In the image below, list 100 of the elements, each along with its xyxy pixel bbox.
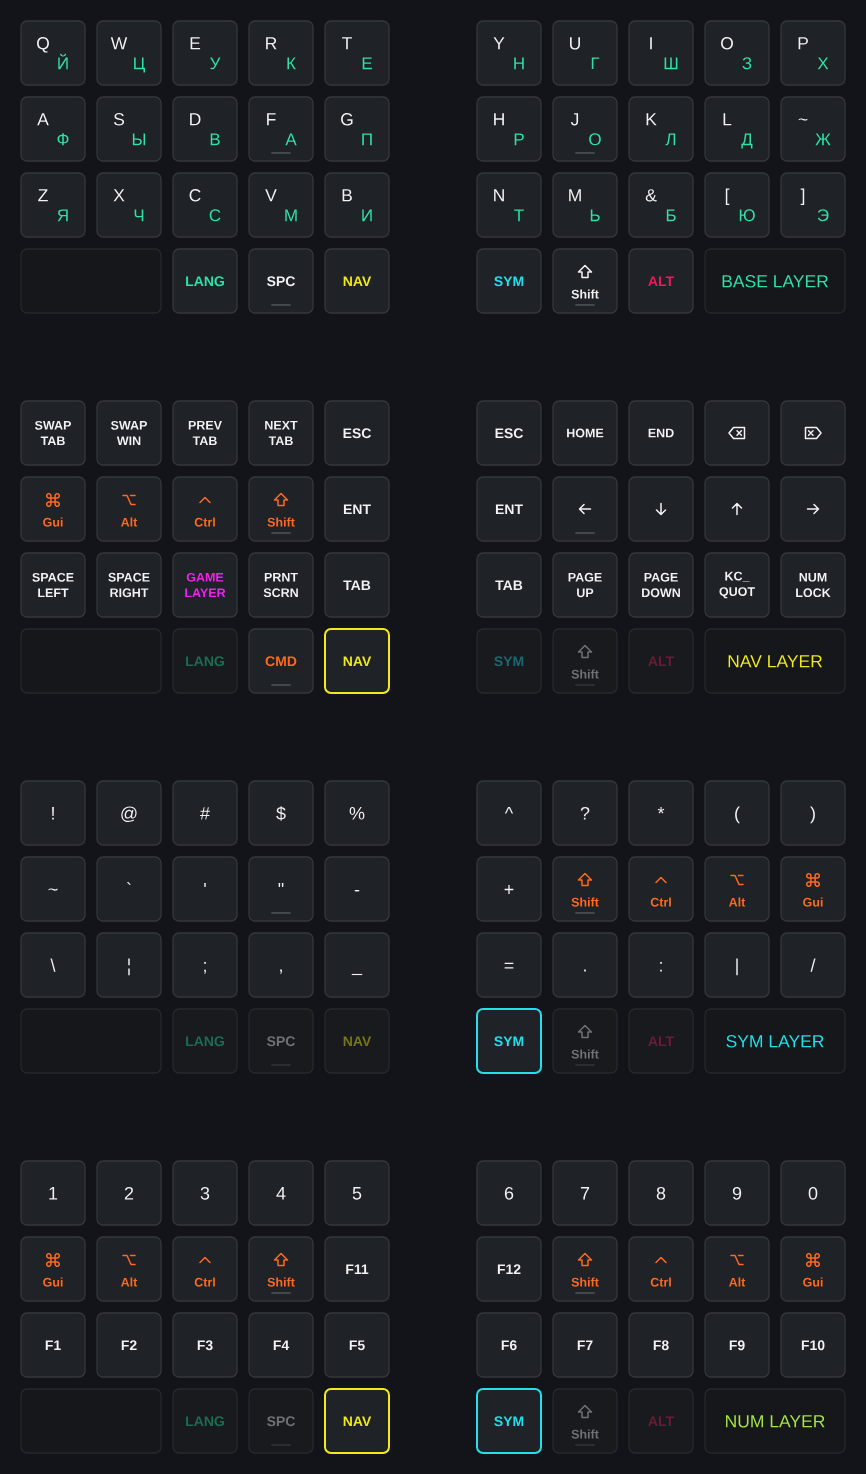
wide-key: NUM LAYER	[704, 1388, 846, 1454]
key: F7	[552, 1312, 618, 1378]
key: Gui	[20, 476, 86, 542]
key: D В	[172, 96, 238, 162]
key: 9	[704, 1160, 770, 1226]
key: *	[628, 780, 694, 846]
key: Ctrl	[172, 1236, 238, 1302]
key: SWAP WIN	[96, 400, 162, 466]
key: ALT	[628, 628, 694, 694]
key: F10	[780, 1312, 846, 1378]
key: O З	[704, 20, 770, 86]
key: ESC	[324, 400, 390, 466]
key: Shift	[552, 248, 618, 314]
key: Gui	[20, 1236, 86, 1302]
key: 0	[780, 1160, 846, 1226]
key	[704, 476, 770, 542]
key: T Е	[324, 20, 390, 86]
key: 5	[324, 1160, 390, 1226]
key: NAV	[324, 1008, 390, 1074]
key: L Д	[704, 96, 770, 162]
key: K Л	[628, 96, 694, 162]
key	[780, 400, 846, 466]
key: 7	[552, 1160, 618, 1226]
key: '	[172, 856, 238, 922]
key: Alt	[96, 1236, 162, 1302]
key: ^	[476, 780, 542, 846]
key: & Б	[628, 172, 694, 238]
key: !	[20, 780, 86, 846]
key: NEXT TAB	[248, 400, 314, 466]
wide-key: BASE LAYER	[704, 248, 846, 314]
key: $	[248, 780, 314, 846]
key: Ctrl	[628, 1236, 694, 1302]
key: U Г	[552, 20, 618, 86]
key	[780, 476, 846, 542]
key: ESC	[476, 400, 542, 466]
key: SYM	[476, 1008, 542, 1074]
key: Q Й	[20, 20, 86, 86]
key: PAGE UP	[552, 552, 618, 618]
key: SPACE RIGHT	[96, 552, 162, 618]
key: Shift	[248, 476, 314, 542]
key: F9	[704, 1312, 770, 1378]
key: SYM	[476, 628, 542, 694]
key: =	[476, 932, 542, 998]
key: ENT	[476, 476, 542, 542]
key: TAB	[476, 552, 542, 618]
key: C С	[172, 172, 238, 238]
key: #	[172, 780, 238, 846]
key: @	[96, 780, 162, 846]
key: Shift	[552, 1236, 618, 1302]
key: [ Ю	[704, 172, 770, 238]
key: F11	[324, 1236, 390, 1302]
key: PAGE DOWN	[628, 552, 694, 618]
key: F А	[248, 96, 314, 162]
key: ~ Ж	[780, 96, 846, 162]
key: Shift	[552, 628, 618, 694]
key: I Ш	[628, 20, 694, 86]
key: ¦	[96, 932, 162, 998]
key: \	[20, 932, 86, 998]
key: ] Э	[780, 172, 846, 238]
key: LANG	[172, 1388, 238, 1454]
key: F8	[628, 1312, 694, 1378]
key: CMD	[248, 628, 314, 694]
key: H Р	[476, 96, 542, 162]
key: HOME	[552, 400, 618, 466]
key: Gui	[780, 856, 846, 922]
key: |	[704, 932, 770, 998]
key: LANG	[172, 248, 238, 314]
key: SYM	[476, 248, 542, 314]
key: 2	[96, 1160, 162, 1226]
key: Z Я	[20, 172, 86, 238]
key: ALT	[628, 1388, 694, 1454]
key: ?	[552, 780, 618, 846]
key: SYM	[476, 1388, 542, 1454]
key: Shift	[552, 856, 618, 922]
key: ;	[172, 932, 238, 998]
key: V М	[248, 172, 314, 238]
key: F4	[248, 1312, 314, 1378]
key: Alt	[704, 856, 770, 922]
key: 1	[20, 1160, 86, 1226]
key: 4	[248, 1160, 314, 1226]
key: LANG	[172, 628, 238, 694]
key: END	[628, 400, 694, 466]
key	[704, 400, 770, 466]
key: 6	[476, 1160, 542, 1226]
key: F6	[476, 1312, 542, 1378]
key: E У	[172, 20, 238, 86]
key: TAB	[324, 552, 390, 618]
key: ,	[248, 932, 314, 998]
key: J О	[552, 96, 618, 162]
key: _	[324, 932, 390, 998]
key: `	[96, 856, 162, 922]
key: B И	[324, 172, 390, 238]
key: F12	[476, 1236, 542, 1302]
key: SPC	[248, 1388, 314, 1454]
key: N Т	[476, 172, 542, 238]
key: "	[248, 856, 314, 922]
key: SPC	[248, 1008, 314, 1074]
key: F2	[96, 1312, 162, 1378]
key: :	[628, 932, 694, 998]
key: 8	[628, 1160, 694, 1226]
